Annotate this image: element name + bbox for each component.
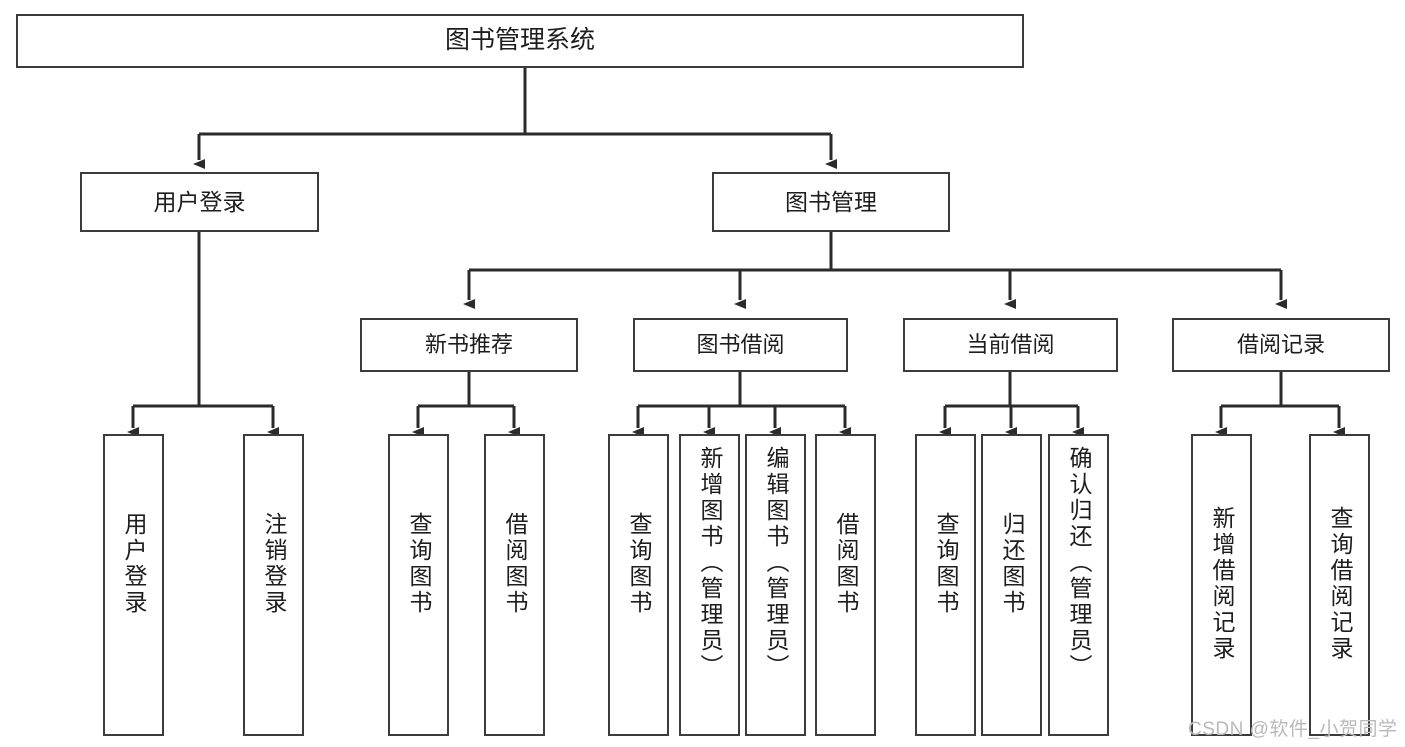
node-new-book-recommend[interactable]: 新书推荐 [360, 318, 578, 372]
node-label: 新增图书（管理员） [697, 446, 723, 680]
node-label: 新书推荐 [424, 332, 513, 358]
node-label: 查询图书 [626, 512, 652, 616]
node-label: 注销登录 [261, 512, 287, 616]
leaf-logout-login[interactable]: 注销登录 [243, 434, 304, 736]
leaf-query-book-recommend[interactable]: 查询图书 [388, 434, 449, 736]
node-book-borrow[interactable]: 图书借阅 [633, 318, 848, 372]
node-borrow-record[interactable]: 借阅记录 [1172, 318, 1390, 372]
node-label: 归还图书 [999, 512, 1025, 616]
node-label: 查询图书 [406, 512, 432, 616]
leaf-query-book-borrow[interactable]: 查询图书 [608, 434, 669, 736]
node-book-manage[interactable]: 图书管理 [712, 172, 950, 232]
leaf-user-login[interactable]: 用户登录 [103, 434, 164, 736]
leaf-confirm-return-admin[interactable]: 确认归还（管理员） [1048, 434, 1109, 736]
node-label: 查询图书 [933, 512, 959, 616]
leaf-query-borrow-record[interactable]: 查询借阅记录 [1309, 434, 1370, 736]
node-label: 借阅图书 [833, 512, 859, 616]
node-label: 图书管理系统 [444, 26, 595, 55]
node-label: 确认归还（管理员） [1066, 446, 1092, 680]
node-label: 查询借阅记录 [1327, 506, 1353, 662]
leaf-query-book-current[interactable]: 查询图书 [915, 434, 976, 736]
node-label: 当前借阅 [966, 332, 1055, 358]
leaf-add-book-admin[interactable]: 新增图书（管理员） [679, 434, 740, 736]
node-user-login[interactable]: 用户登录 [80, 172, 319, 232]
node-label: 新增借阅记录 [1209, 506, 1235, 662]
watermark-text: CSDN @软件_小贺同学 [1188, 719, 1398, 740]
node-label: 编辑图书（管理员） [763, 446, 789, 680]
node-label: 用户登录 [121, 512, 147, 616]
node-current-borrow[interactable]: 当前借阅 [903, 318, 1118, 372]
node-label: 图书借阅 [696, 332, 785, 358]
node-label: 借阅图书 [502, 512, 528, 616]
leaf-add-borrow-record[interactable]: 新增借阅记录 [1191, 434, 1252, 736]
node-root-system[interactable]: 图书管理系统 [16, 14, 1024, 68]
leaf-borrow-book-recommend[interactable]: 借阅图书 [484, 434, 545, 736]
leaf-edit-book-admin[interactable]: 编辑图书（管理员） [745, 434, 806, 736]
node-label: 用户登录 [153, 188, 246, 215]
leaf-borrow-book[interactable]: 借阅图书 [815, 434, 876, 736]
node-label: 借阅记录 [1236, 332, 1325, 358]
node-label: 图书管理 [785, 188, 877, 215]
leaf-return-book[interactable]: 归还图书 [981, 434, 1042, 736]
